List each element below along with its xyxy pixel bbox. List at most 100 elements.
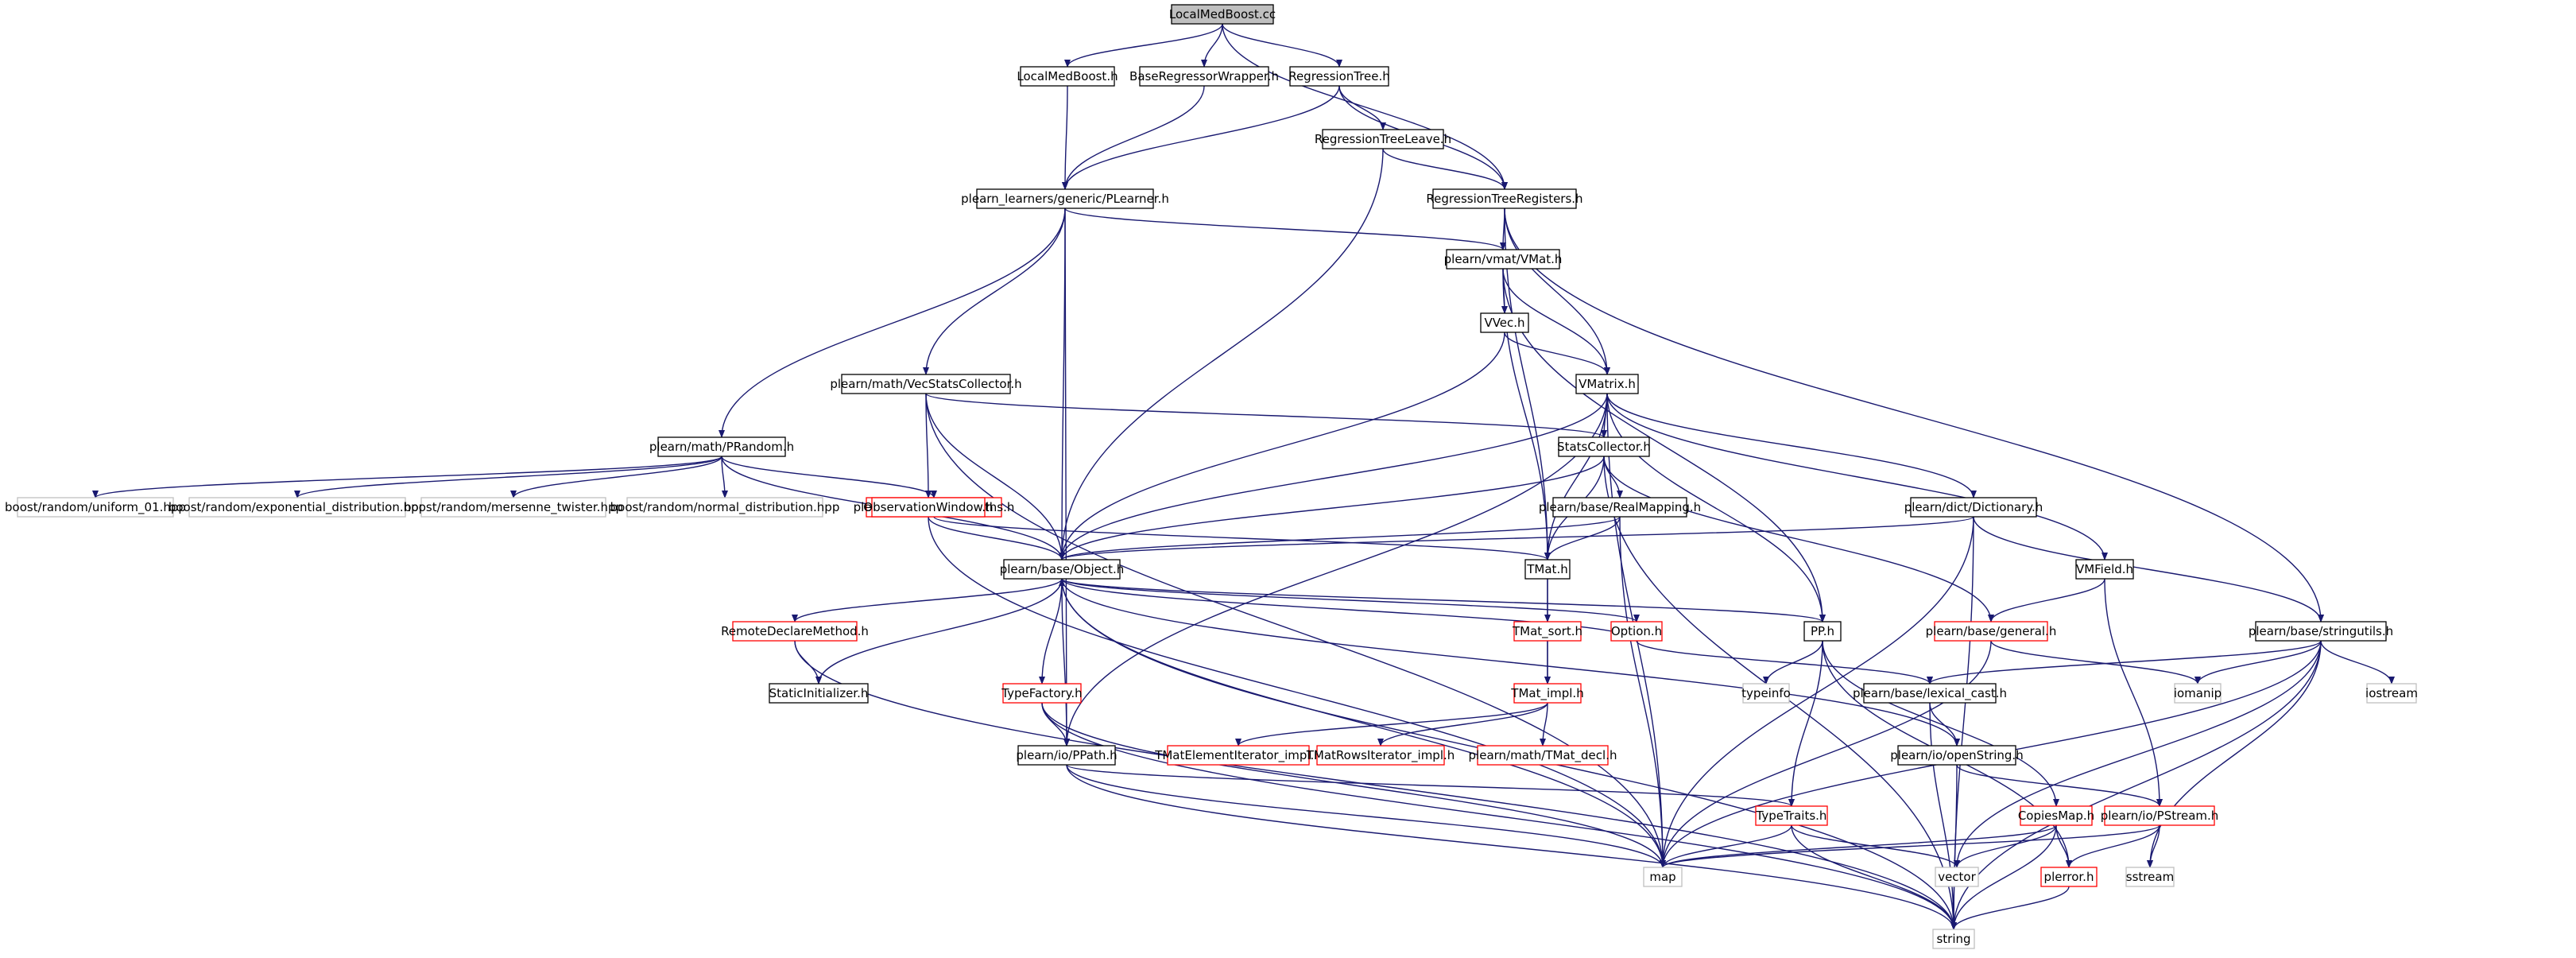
node-regressiontreeregisters-h[interactable]: RegressionTreeRegisters.h — [1426, 188, 1583, 209]
edge-ppath-h-to-map — [1066, 764, 1666, 868]
node-object-h[interactable]: plearn/base/Object.h — [1000, 559, 1125, 580]
node-regressiontree-h[interactable]: RegressionTree.h — [1288, 66, 1390, 87]
node-box — [1610, 621, 1663, 642]
node-box — [420, 497, 606, 518]
edge-stringutils-h-to-vector — [1954, 640, 2322, 868]
node-label: TMat_sort.h — [1512, 624, 1582, 639]
edge-localmedboost-cc-to-regressiontree-h — [1222, 23, 1342, 68]
node-regressiontreeleave-h[interactable]: RegressionTreeLeave.h — [1315, 129, 1451, 149]
node-label: plearn/vmat/VMat.h — [1444, 252, 1563, 266]
node-sstream[interactable]: sstream — [2125, 867, 2175, 887]
node-label: plearn/dict/Dictionary.h — [1904, 500, 2043, 514]
edge-vvec-h-to-object-h — [1059, 332, 1505, 560]
edge-realmapping-h-to-object-h — [1059, 516, 1621, 560]
node-vmat-h[interactable]: plearn/vmat/VMat.h — [1444, 249, 1563, 270]
node-tmat-sort-h[interactable]: TMat_sort.h — [1512, 621, 1582, 642]
node-string[interactable]: string — [1932, 929, 1975, 949]
node-label: plearn/math/VecStatsCollector.h — [830, 377, 1021, 391]
node-stringutils-h[interactable]: plearn/base/stringutils.h — [2249, 621, 2393, 642]
node-label: VVec.h — [1484, 316, 1524, 330]
edge-vecstatscollector-h-to-map — [925, 393, 1666, 868]
node-prandom-h[interactable]: plearn/math/PRandom.h — [649, 436, 794, 457]
node-observationwindow-h[interactable]: ObservationWindow.h — [863, 497, 994, 518]
node-uniform-01[interactable]: boost/random/uniform_01.hpp — [5, 497, 186, 518]
node-iostream[interactable]: iostream — [2365, 683, 2418, 704]
node-vmfield-h[interactable]: VMField.h — [2075, 559, 2134, 580]
node-label: plearn/math/TMat_decl.h — [1469, 748, 1617, 763]
node-label: plearn/base/general.h — [1926, 624, 2057, 638]
edge-copiesmap-h-to-vector — [1954, 824, 2057, 868]
node-tmatelementiterator-impl-h[interactable]: TMatElementIterator_impl.h — [1154, 745, 1322, 766]
node-localmedboost-h[interactable]: LocalMedBoost.h — [1017, 66, 1118, 87]
edge-typetraits-h-to-vector — [1791, 824, 1960, 868]
node-map[interactable]: map — [1643, 867, 1683, 887]
node-label: boost/random/exponential_distribution.hp… — [169, 500, 426, 515]
edge-vmatrix-h-to-tmat-h — [1544, 393, 1608, 560]
node-ppath-h[interactable]: plearn/io/PPath.h — [1016, 745, 1118, 766]
edge-object-h-to-remotedeclaremethod-h — [792, 578, 1063, 623]
node-label: VMField.h — [2076, 562, 2133, 576]
node-box — [2020, 805, 2093, 826]
node-label: VMatrix.h — [1579, 377, 1636, 391]
node-typetraits-h[interactable]: TypeTraits.h — [1755, 805, 1828, 826]
node-plearner-h[interactable]: plearn_learners/generic/PLearner.h — [961, 188, 1169, 209]
node-typeinfo[interactable]: typeinfo — [1741, 683, 1791, 704]
node-box — [2255, 621, 2387, 642]
edge-ppath-h-to-typetraits-h — [1066, 764, 1795, 807]
edge-localmedboost-cc-to-baseregressorwrapper-h — [1201, 23, 1223, 68]
edge-dictionary-h-to-object-h — [1059, 516, 1974, 560]
node-label: TMat_impl.h — [1510, 686, 1583, 701]
node-tmatrowsiterator-impl-h[interactable]: TMatRowsIterator_impl.h — [1306, 745, 1455, 766]
node-box — [1513, 621, 1582, 642]
edge-openstring-h-to-pstream-h — [1956, 764, 2163, 807]
edge-localmedboost-h-to-plearner-h — [1062, 85, 1069, 190]
node-tmat-decl-h[interactable]: plearn/math/TMat_decl.h — [1469, 745, 1617, 766]
node-label: RegressionTreeRegisters.h — [1426, 192, 1582, 206]
node-label: plearn/io/openString.h — [1890, 748, 2023, 762]
node-realmapping-h[interactable]: plearn/base/RealMapping.h — [1539, 497, 1701, 518]
node-label: StatsCollector.h — [1557, 440, 1651, 454]
node-pstream-h[interactable]: plearn/io/PStream.h — [2101, 805, 2219, 826]
node-baseregressorwrapper-h[interactable]: BaseRegressorWrapper.h — [1129, 66, 1279, 87]
node-typefactory-h[interactable]: TypeFactory.h — [1001, 683, 1083, 704]
node-vector[interactable]: vector — [1935, 867, 1979, 887]
edge-vmatrix-h-to-dictionary-h — [1606, 393, 1977, 498]
node-box — [1316, 745, 1445, 766]
node-box — [841, 374, 1011, 394]
node-remotedeclaremethod-h[interactable]: RemoteDeclareMethod.h — [721, 621, 869, 642]
edge-statscollector-h-to-general-h — [1603, 456, 1994, 623]
edge-general-h-to-iomanip — [1990, 640, 2201, 685]
node-label: LocalMedBoost.h — [1017, 69, 1118, 83]
node-copiesmap-h[interactable]: CopiesMap.h — [2018, 805, 2094, 826]
node-tmat-impl-h[interactable]: TMat_impl.h — [1510, 683, 1584, 704]
edge-vmat-h-to-vmatrix-h — [1502, 268, 1610, 375]
node-normal[interactable]: boost/random/normal_distribution.hpp — [610, 497, 840, 518]
node-vmatrix-h[interactable]: VMatrix.h — [1575, 374, 1639, 394]
node-statscollector-h[interactable]: StatsCollector.h — [1557, 436, 1651, 457]
node-mersenne[interactable]: boost/random/mersenne_twister.hpp — [404, 497, 623, 518]
edge-tmat-impl-h-to-tmatelementiterator-impl-h — [1235, 702, 1548, 747]
node-label: plearn/io/PPath.h — [1016, 748, 1117, 762]
edge-copiesmap-h-to-string — [1950, 824, 2057, 930]
node-lexical-cast-h[interactable]: plearn/base/lexical_cast.h — [1853, 683, 2007, 704]
node-box — [1139, 66, 1269, 87]
edge-tmat-impl-h-to-tmat-decl-h — [1540, 702, 1548, 747]
edge-observationwindow-h-to-object-h — [928, 516, 1065, 560]
node-box — [1910, 497, 2037, 518]
node-iomanip[interactable]: iomanip — [2174, 683, 2222, 704]
node-pp-h[interactable]: PP.h — [1803, 621, 1842, 642]
node-box — [1575, 374, 1639, 394]
edge-prandom-h-to-normal — [721, 456, 728, 498]
node-localmedboost-cc[interactable]: LocalMedBoost.cc — [1169, 4, 1276, 25]
node-vecstatscollector-h[interactable]: plearn/math/VecStatsCollector.h — [830, 374, 1022, 394]
node-exponential[interactable]: boost/random/exponential_distribution.hp… — [169, 497, 426, 518]
node-openstring-h[interactable]: plearn/io/openString.h — [1890, 745, 2024, 766]
node-general-h[interactable]: plearn/base/general.h — [1926, 621, 2057, 642]
node-vvec-h[interactable]: VVec.h — [1480, 312, 1529, 333]
node-dictionary-h[interactable]: plearn/dict/Dictionary.h — [1904, 497, 2043, 518]
node-plerror-h[interactable]: plerror.h — [2040, 867, 2098, 887]
node-staticinitializer-h[interactable]: StaticInitializer.h — [769, 683, 869, 704]
node-tmat-h[interactable]: TMat.h — [1524, 559, 1571, 580]
edge-stringutils-h-to-iostream — [2320, 640, 2395, 685]
node-option-h[interactable]: Option.h — [1610, 621, 1663, 642]
